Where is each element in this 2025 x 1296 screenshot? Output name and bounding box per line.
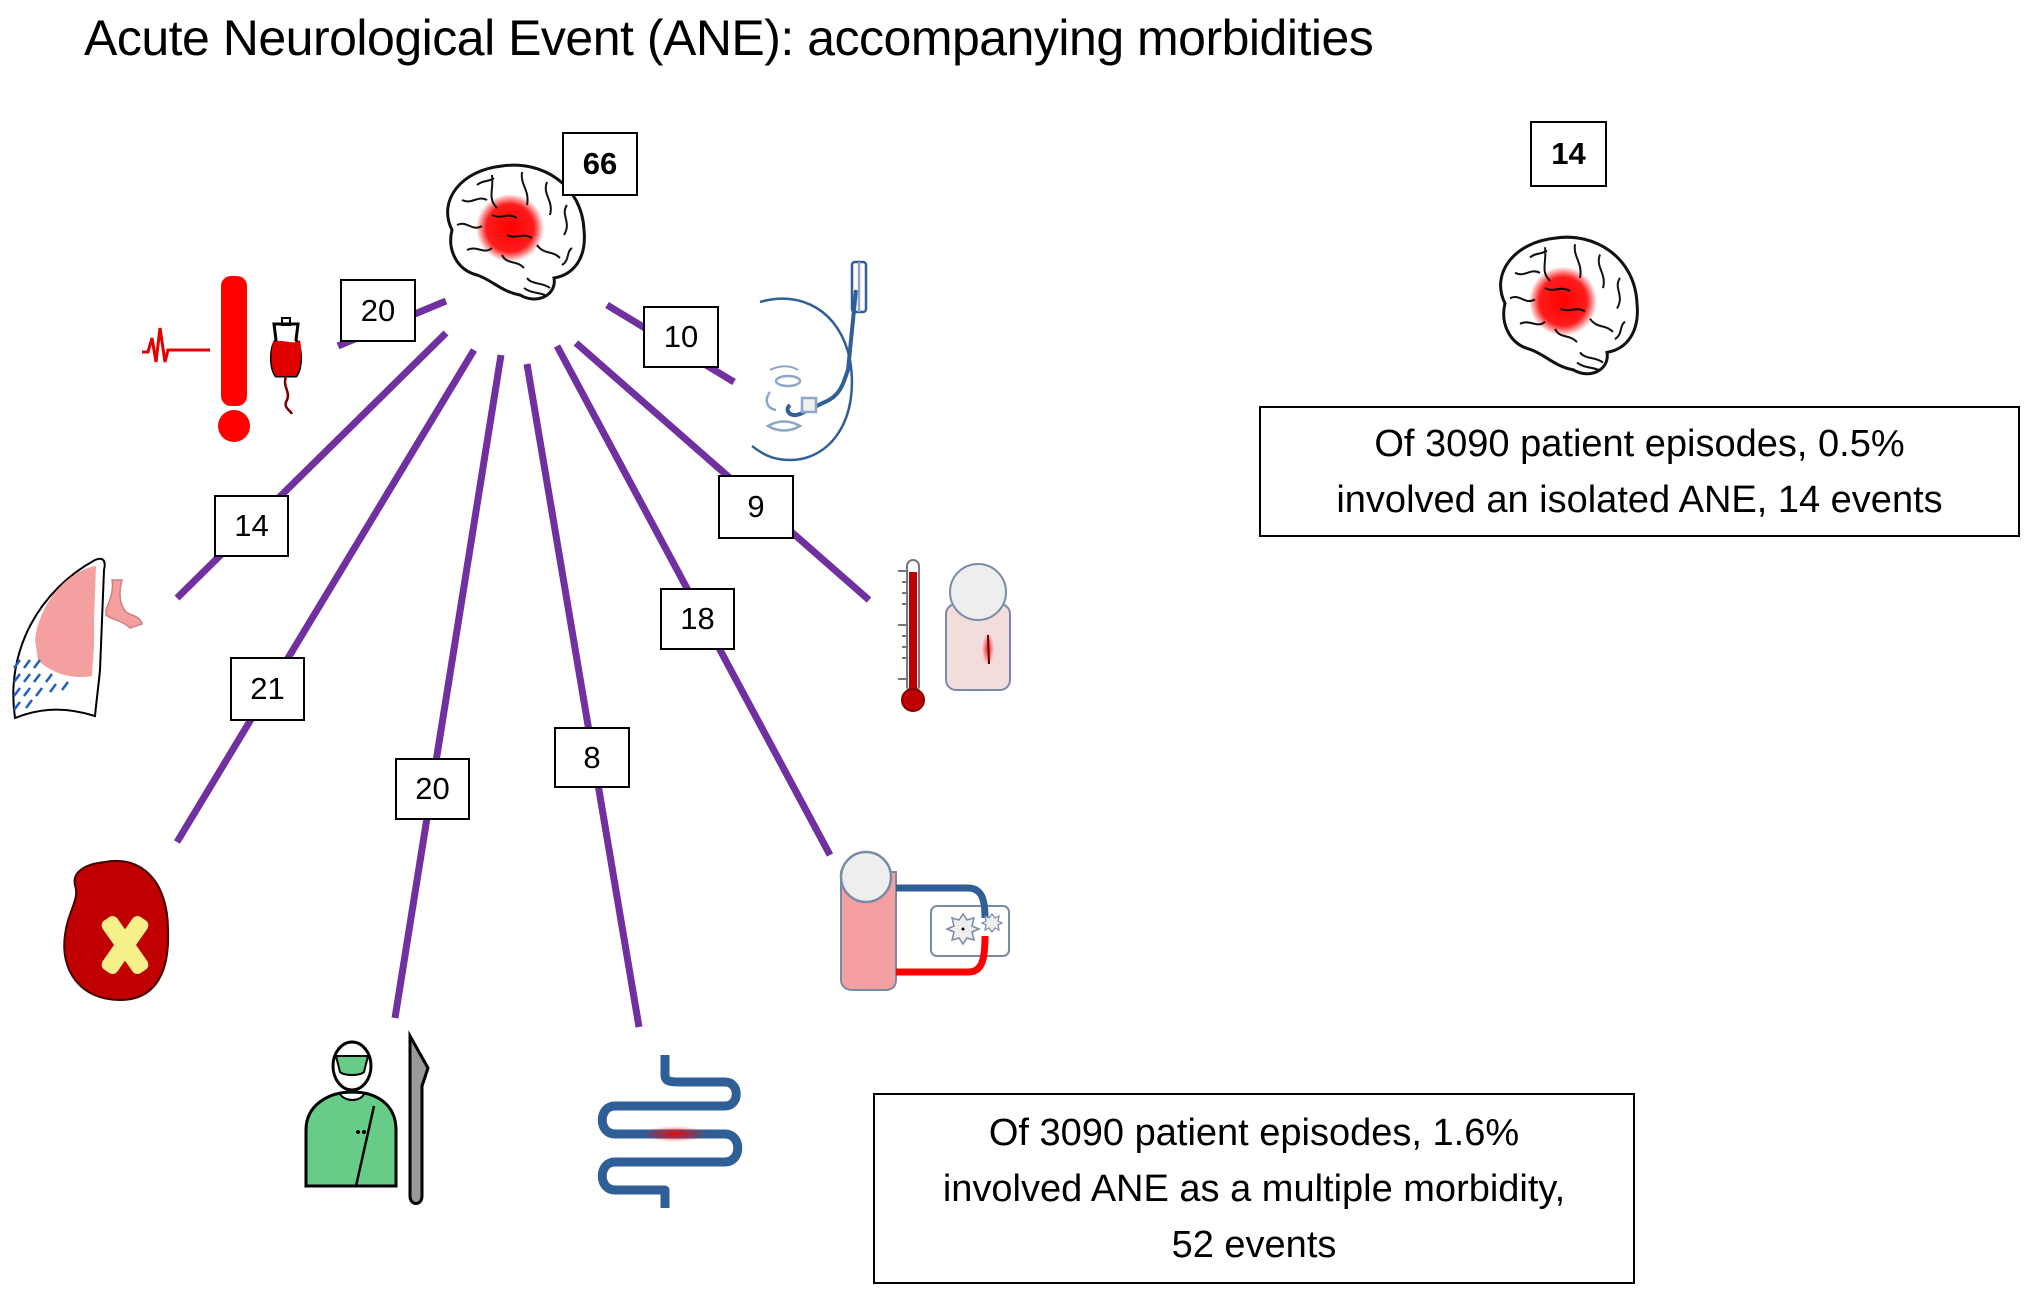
intubated-infant-icon [751,260,868,462]
diagram-title: Acute Neurological Event (ANE): accompan… [84,10,1374,66]
count-box-gastrointestinal: 8 [554,727,630,788]
isolated-count-box: 14 [1530,121,1607,187]
connector-line-surgical [391,354,505,1019]
surgeon-scalpel-icon [304,1030,430,1205]
connector-line-gastrointestinal [523,363,643,1028]
lung-effusion-icon [12,557,143,720]
connector-line-renal [174,348,477,844]
bleeding-alert-icon [142,276,302,442]
thermometer-wound-icon [898,559,1011,712]
bypass-circuit-icon [839,850,1010,991]
count-box-airway: 10 [643,306,719,368]
connector-line-infection [573,340,872,603]
isolated-ane-info-box: Of 3090 patient episodes, 0.5% involved … [1259,406,2020,537]
multiple-morbidity-info-box: Of 3090 patient episodes, 1.6% involved … [873,1093,1635,1284]
count-box-infection: 9 [718,475,794,539]
intestine-icon [597,1055,743,1208]
info-line: Of 3090 patient episodes, 1.6% [988,1111,1520,1154]
count-box-bypass: 18 [660,588,735,650]
info-line: 52 events [1171,1223,1337,1266]
count-box-surgical: 20 [395,758,470,820]
info-line: involved an isolated ANE, 14 events [1336,478,1943,521]
hub-count-box: 66 [562,132,638,196]
info-line: Of 3090 patient episodes, 0.5% [1374,422,1905,465]
info-line: involved ANE as a multiple morbidity, [942,1167,1566,1210]
count-box-respiratory: 14 [214,495,289,557]
brain-icon [1499,235,1639,376]
count-box-haemorrhage: 20 [340,279,416,342]
count-box-renal: 21 [230,657,305,721]
injured-kidney-icon [63,859,170,1002]
